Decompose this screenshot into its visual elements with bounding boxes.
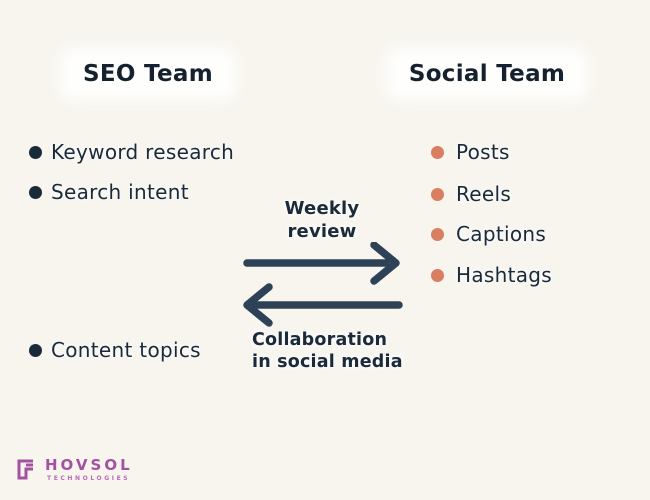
bullet-icon xyxy=(29,185,42,199)
list-item-label: Reels xyxy=(456,182,512,206)
bullet-icon xyxy=(431,227,444,241)
list-item: Captions xyxy=(431,221,546,247)
list-item-label: Content topics xyxy=(51,338,201,362)
list-item: Keyword research xyxy=(29,139,234,165)
bullet-icon xyxy=(29,145,42,159)
list-item-label: Posts xyxy=(456,140,510,164)
seo-team-title: SEO Team xyxy=(69,57,227,91)
list-item-label: Hashtags xyxy=(456,263,553,287)
list-item-label: Captions xyxy=(456,222,547,246)
list-item: Content topics xyxy=(29,337,201,363)
exchange-arrows xyxy=(243,242,403,327)
list-item: Hashtags xyxy=(431,262,552,288)
backward-flow-label: Collaboration in social media xyxy=(252,330,403,372)
logo-tagline: TECHNOLOGIES xyxy=(47,475,131,482)
social-team-title: Social Team xyxy=(394,57,580,91)
bullet-icon xyxy=(431,268,444,282)
bullet-icon xyxy=(431,187,444,201)
bullet-icon xyxy=(431,145,444,159)
list-item: Reels xyxy=(431,181,511,207)
list-item-label: Keyword research xyxy=(51,140,235,164)
arrow-right-icon xyxy=(243,242,400,285)
list-item-label: Search intent xyxy=(51,180,189,204)
list-item: Posts xyxy=(431,139,510,165)
list-item: Search intent xyxy=(29,179,189,205)
logo-brand-name: HOVSOL xyxy=(45,456,133,474)
arrow-left-icon xyxy=(243,283,403,327)
bullet-icon xyxy=(29,343,42,357)
hovsol-logo-icon xyxy=(17,459,33,480)
forward-flow-label: Weekly review xyxy=(284,198,360,242)
hovsol-logo: HOVSOL TECHNOLOGIES xyxy=(12,456,133,483)
